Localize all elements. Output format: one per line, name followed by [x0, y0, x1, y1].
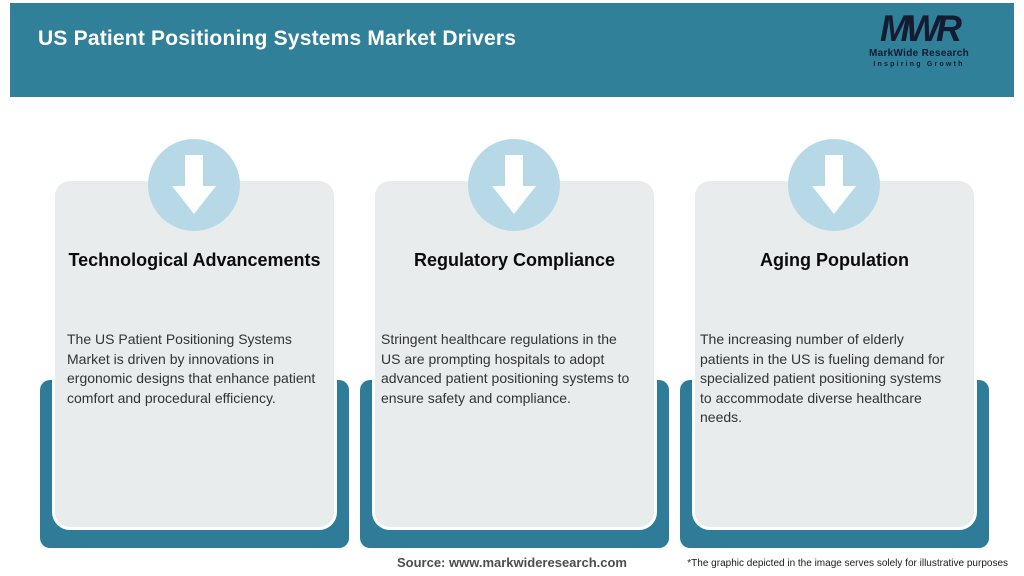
down-arrow-icon [172, 155, 216, 214]
card-panel [372, 178, 657, 530]
logo-tagline: Inspiring Growth [873, 61, 965, 68]
logo-name: MarkWide Research [868, 48, 970, 59]
down-arrow-icon [812, 155, 856, 214]
markwide-logo: MWR MarkWide Research Inspiring Growth [854, 7, 984, 68]
card-body-text: Stringent healthcare regulations in the … [381, 331, 630, 406]
card-panel [52, 178, 337, 530]
circle-badge [468, 139, 560, 231]
card-body-text: The US Patient Positioning Systems Marke… [67, 331, 316, 406]
disclaimer-text: *The graphic depicted in the image serve… [687, 558, 1008, 569]
card-title: Regulatory Compliance [413, 250, 616, 270]
card-panel [692, 178, 977, 530]
page-title: US Patient Positioning Systems Market Dr… [38, 27, 517, 50]
card-body-text: The increasing number of elderly patient… [700, 331, 945, 425]
circle-badge [148, 139, 240, 231]
circle-badge [788, 139, 880, 231]
header-band: US Patient Positioning Systems Market Dr… [10, 3, 1014, 97]
down-arrow-icon [492, 155, 536, 214]
card-title: Aging Population [760, 250, 909, 270]
source-text: Source: www.markwideresearch.com [396, 555, 627, 570]
card-title: Technological Advancements [68, 250, 321, 270]
logo-monogram-icon: MWR [880, 7, 962, 50]
